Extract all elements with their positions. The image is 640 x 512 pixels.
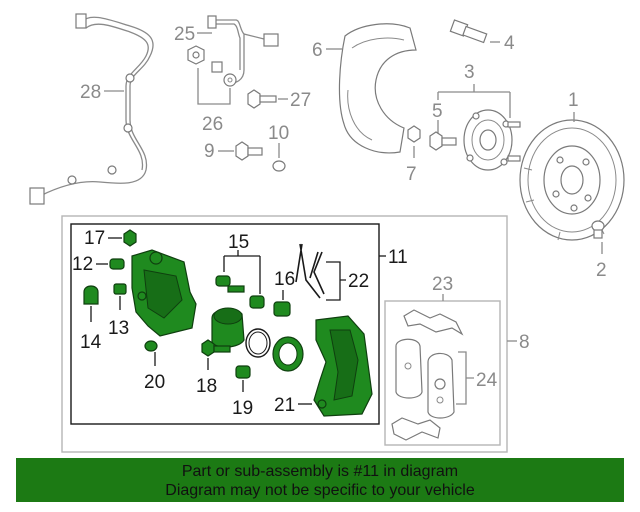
caliper-bolt-12[interactable] — [109, 258, 125, 270]
caliper-bolt-17[interactable] — [123, 229, 137, 247]
callout-25: 25 — [174, 24, 195, 45]
caliper-boot-14[interactable] — [83, 285, 99, 305]
hub-mounting-bolt[interactable] — [429, 131, 457, 151]
pad-shim-top[interactable] — [403, 309, 464, 336]
callout-28: 28 — [80, 82, 101, 103]
caliper-boot-19[interactable] — [235, 365, 251, 379]
brake-hose[interactable] — [207, 15, 279, 85]
callout-5: 5 — [432, 101, 443, 122]
caliper-assembly-box — [70, 223, 380, 425]
callout-17: 17 — [84, 228, 105, 249]
callout-23: 23 — [432, 274, 453, 295]
callout-19: 19 — [232, 398, 253, 419]
caliper-springs[interactable] — [295, 243, 325, 299]
hose-bolt[interactable] — [187, 45, 205, 65]
brake-assembly-box — [61, 215, 508, 453]
banner-line-1: Part or sub-assembly is #11 in diagram — [181, 463, 459, 480]
hose-mounting-bolt[interactable] — [247, 89, 277, 109]
piston-seal[interactable] — [245, 328, 271, 358]
abs-sensor-wire[interactable] — [29, 13, 154, 205]
callout-14: 14 — [80, 332, 102, 353]
caliper-piston[interactable] — [211, 307, 245, 348]
caliper-carrier[interactable] — [313, 315, 373, 417]
bleeder-cap[interactable] — [272, 160, 286, 172]
caliper-housing[interactable] — [131, 249, 197, 337]
hub-nut[interactable] — [407, 125, 421, 143]
callout-11: 11 — [388, 247, 408, 268]
callout-15: 15 — [228, 232, 249, 253]
caliper-boot-16[interactable] — [273, 301, 291, 317]
callout-26: 26 — [202, 114, 223, 135]
rotor-screw[interactable] — [591, 220, 605, 239]
callout-16: 16 — [274, 269, 295, 290]
callout-22: 22 — [348, 271, 369, 292]
banner-line-2: Diagram may not be specific to your vehi… — [165, 482, 475, 499]
callout-27: 27 — [290, 90, 311, 111]
callout-24: 24 — [476, 370, 498, 391]
brake-rotor[interactable] — [519, 119, 625, 241]
callout-3: 3 — [464, 62, 475, 83]
callout-6: 6 — [312, 40, 323, 61]
info-banner: Part or sub-assembly is #11 in diagram D… — [16, 458, 624, 502]
hub-bolt[interactable] — [449, 19, 488, 44]
caliper-guide-13[interactable] — [113, 283, 127, 295]
callout-7: 7 — [406, 164, 417, 185]
callout-10: 10 — [268, 123, 289, 144]
caliper-bolt-18[interactable] — [201, 339, 231, 357]
callout-13: 13 — [108, 318, 129, 339]
piston-dust-boot[interactable] — [272, 336, 304, 372]
callout-9: 9 — [204, 141, 215, 162]
pad-shim-bottom[interactable] — [391, 417, 441, 441]
wheel-hub-assembly[interactable] — [463, 109, 521, 171]
guide-pin-boot-15[interactable] — [249, 295, 265, 309]
callout-21: 21 — [274, 395, 295, 416]
brake-pad-inner[interactable] — [395, 338, 423, 399]
callout-12: 12 — [72, 254, 93, 275]
callout-1: 1 — [568, 90, 579, 111]
callout-20: 20 — [144, 372, 165, 393]
hose-washer[interactable] — [223, 73, 237, 87]
guide-pin-15[interactable] — [215, 275, 245, 293]
callout-2: 2 — [596, 260, 607, 281]
bleeder-screw[interactable] — [235, 141, 263, 161]
caliper-cap-20[interactable] — [144, 340, 158, 352]
brake-pad-outer[interactable] — [427, 352, 455, 419]
callout-18: 18 — [196, 376, 217, 397]
callout-8: 8 — [519, 332, 530, 353]
dust-shield[interactable] — [338, 23, 417, 154]
callout-4: 4 — [504, 33, 515, 54]
